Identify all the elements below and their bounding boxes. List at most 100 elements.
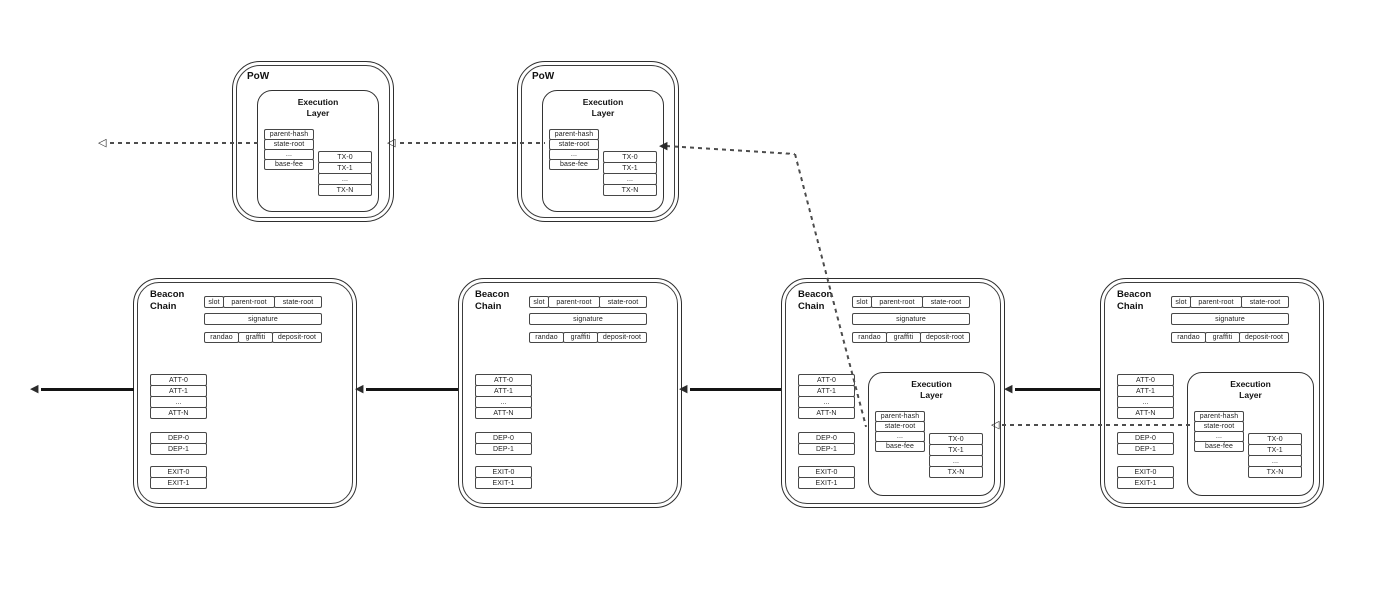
header-cell-state-root: state-root — [274, 296, 322, 308]
exit-cell: EXIT-1 — [150, 477, 207, 489]
el-field-list: parent-hash state-root ... base-fee — [549, 129, 599, 170]
meta-cell-deposit-root: deposit-root — [1239, 332, 1289, 343]
beacon-block-title: Beacon Chain — [798, 289, 832, 314]
meta-cell-graffiti: graffiti — [1205, 332, 1240, 343]
exit-cell: EXIT-1 — [798, 477, 855, 489]
signature-cell: signature — [852, 313, 970, 325]
el-field: base-fee — [264, 159, 314, 170]
execution-layer-title-line2: Layer — [591, 108, 615, 119]
meta-cell-randao: randao — [1171, 332, 1206, 343]
solid-arrowhead-icon: ◀ — [659, 139, 668, 153]
execution-layer-title-line1: Execution — [297, 97, 339, 107]
beacon-title-line1: Beacon — [798, 289, 833, 300]
execution-layer-box: Execution Layer parent-hash state-root .… — [542, 90, 664, 212]
signature-cell: signature — [529, 313, 647, 325]
meta-cell-randao: randao — [529, 332, 564, 343]
solid-arrowhead-icon: ◀ — [355, 382, 364, 396]
execution-layer-box: Execution Layer parent-hash state-root .… — [257, 90, 379, 212]
exit-list: EXIT-0 EXIT-1 — [475, 466, 532, 489]
execution-layer-title: Execution Layer — [543, 97, 663, 120]
beacon-block-2: Beacon Chain slot parent-root state-root… — [458, 278, 682, 508]
deposit-list: DEP-0 DEP-1 — [150, 432, 207, 455]
solid-arrowhead-icon: ◀ — [30, 382, 39, 396]
deposit-list: DEP-0 DEP-1 — [1117, 432, 1174, 455]
beacon-title-line2: Chain — [1117, 301, 1144, 313]
beacon-meta-row: randao graffiti deposit-root — [852, 332, 970, 343]
attestation-cell: ATT-N — [798, 407, 855, 419]
header-cell-state-root: state-root — [599, 296, 647, 308]
execution-layer-box: Execution Layer parent-hash state-root .… — [868, 372, 995, 496]
pow-chain-dashed-line-middle — [400, 142, 545, 144]
beacon-chain-line-2 — [690, 388, 781, 391]
header-cell-parent-root: parent-root — [223, 296, 275, 308]
beacon-block-3: Beacon Chain slot parent-root state-root… — [781, 278, 1005, 508]
exit-list: EXIT-0 EXIT-1 — [798, 466, 855, 489]
meta-cell-graffiti: graffiti — [563, 332, 598, 343]
el-tx-list: TX-0 TX-1 ... TX-N — [318, 151, 372, 196]
execution-layer-title-line1: Execution — [1230, 379, 1271, 389]
header-cell-slot: slot — [1171, 296, 1191, 308]
open-arrowhead-icon: ◁ — [991, 418, 1000, 432]
deposit-cell: DEP-1 — [150, 443, 207, 455]
open-arrowhead-icon: ◁ — [98, 136, 107, 150]
beacon-meta-row: randao graffiti deposit-root — [529, 332, 647, 343]
meta-cell-randao: randao — [852, 332, 887, 343]
meta-cell-deposit-root: deposit-root — [272, 332, 322, 343]
meta-cell-deposit-root: deposit-root — [920, 332, 970, 343]
attestation-list: ATT-0 ATT-1 ... ATT-N — [1117, 374, 1174, 419]
deposit-cell: DEP-1 — [798, 443, 855, 455]
exit-list: EXIT-0 EXIT-1 — [1117, 466, 1174, 489]
execution-layer-title-line2: Layer — [306, 108, 330, 119]
header-cell-slot: slot — [529, 296, 549, 308]
beacon-block-title: Beacon Chain — [150, 289, 184, 314]
solid-arrowhead-icon: ◀ — [679, 382, 688, 396]
exit-cell: EXIT-1 — [475, 477, 532, 489]
el-tx: TX-N — [603, 184, 657, 196]
beacon-chain-line-0 — [41, 388, 134, 391]
beacon-header-row: slot parent-root state-root — [529, 296, 647, 308]
header-cell-parent-root: parent-root — [548, 296, 600, 308]
pow-block-2: PoW Execution Layer parent-hash state-ro… — [517, 61, 679, 222]
attestation-cell: ATT-N — [1117, 407, 1174, 419]
execution-layer-title: Execution Layer — [258, 97, 378, 120]
el-parent-dashed-line-right — [1002, 424, 1190, 426]
beacon-block-4: Beacon Chain slot parent-root state-root… — [1100, 278, 1324, 508]
solid-arrowhead-icon: ◀ — [1004, 382, 1013, 396]
el-tx-list: TX-0 TX-1 ... TX-N — [929, 433, 983, 478]
attestation-cell: ATT-N — [150, 407, 207, 419]
header-cell-slot: slot — [852, 296, 872, 308]
attestation-list: ATT-0 ATT-1 ... ATT-N — [798, 374, 855, 419]
beacon-title-line2: Chain — [798, 301, 825, 313]
header-cell-parent-root: parent-root — [1190, 296, 1242, 308]
el-tx: TX-N — [929, 466, 983, 478]
meta-cell-deposit-root: deposit-root — [597, 332, 647, 343]
exit-cell: EXIT-1 — [1117, 477, 1174, 489]
el-field-list: parent-hash state-root ... base-fee — [875, 411, 925, 452]
beacon-title-line1: Beacon — [475, 289, 510, 300]
execution-layer-title: Execution Layer — [1188, 379, 1313, 402]
deposit-list: DEP-0 DEP-1 — [798, 432, 855, 455]
pow-block-title: PoW — [532, 71, 555, 82]
execution-layer-title-line1: Execution — [582, 97, 624, 107]
el-tx: TX-N — [1248, 466, 1302, 478]
deposit-cell: DEP-1 — [1117, 443, 1174, 455]
open-arrowhead-icon: ◁ — [387, 136, 396, 150]
execution-layer-title-line2: Layer — [920, 390, 943, 401]
pow-block-title: PoW — [247, 71, 270, 82]
attestation-list: ATT-0 ATT-1 ... ATT-N — [475, 374, 532, 419]
header-cell-state-root: state-root — [1241, 296, 1289, 308]
beacon-title-line1: Beacon — [1117, 289, 1152, 300]
pow-block-1: PoW Execution Layer parent-hash state-ro… — [232, 61, 394, 222]
beacon-title-line2: Chain — [150, 301, 177, 313]
deposit-cell: DEP-1 — [475, 443, 532, 455]
signature-cell: signature — [1171, 313, 1289, 325]
beacon-meta-row: randao graffiti deposit-root — [204, 332, 322, 343]
beacon-block-title: Beacon Chain — [1117, 289, 1151, 314]
beacon-header-row: slot parent-root state-root — [852, 296, 970, 308]
el-parent-dashed-line-segment-a — [665, 145, 795, 155]
exit-list: EXIT-0 EXIT-1 — [150, 466, 207, 489]
execution-layer-box: Execution Layer parent-hash state-root .… — [1187, 372, 1314, 496]
el-field-list: parent-hash state-root ... base-fee — [264, 129, 314, 170]
el-tx-list: TX-0 TX-1 ... TX-N — [1248, 433, 1302, 478]
beacon-header-row: slot parent-root state-root — [1171, 296, 1289, 308]
